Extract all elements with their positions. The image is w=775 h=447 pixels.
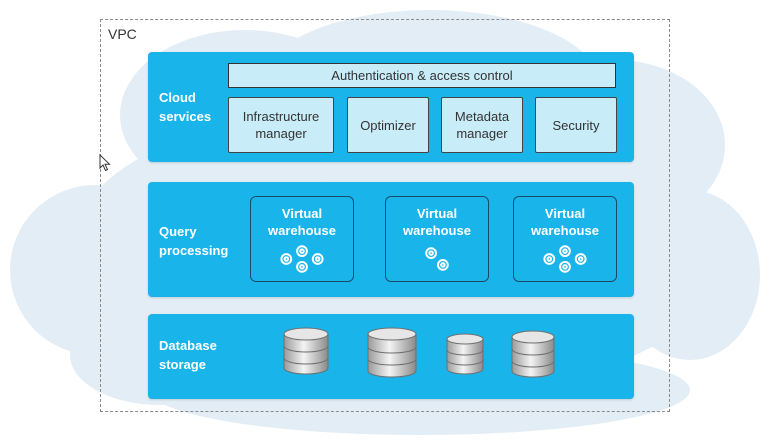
mouse-cursor-icon <box>99 154 111 172</box>
virtual-warehouse-label: Virtual warehouse <box>403 206 471 238</box>
virtual-warehouse-label: Virtual warehouse <box>531 206 599 238</box>
database-icon <box>367 327 417 378</box>
security-box: Security <box>535 97 617 153</box>
cloud-services-label: Cloud services <box>159 90 212 124</box>
auth-access-control-bar: Authentication & access control <box>228 63 616 88</box>
gears-icon <box>280 245 324 273</box>
gears-icon <box>425 247 449 271</box>
database-icon <box>511 330 555 378</box>
virtual-warehouse-1: Virtual warehouse <box>250 196 354 282</box>
virtual-warehouse-3: Virtual warehouse <box>513 196 617 282</box>
gears-icon <box>543 245 587 273</box>
infrastructure-manager-box: Infrastructure manager <box>228 97 334 153</box>
database-icon <box>283 327 329 375</box>
vpc-boundary <box>100 19 670 412</box>
database-icon <box>446 333 484 375</box>
query-processing-label: Query processing <box>159 224 229 258</box>
metadata-manager-box: Metadata manager <box>441 97 523 153</box>
virtual-warehouse-2: Virtual warehouse <box>385 196 489 282</box>
virtual-warehouse-label: Virtual warehouse <box>268 206 336 238</box>
database-storage-label: Database storage <box>159 338 217 372</box>
vpc-label: VPC <box>108 26 137 42</box>
optimizer-box: Optimizer <box>347 97 429 153</box>
